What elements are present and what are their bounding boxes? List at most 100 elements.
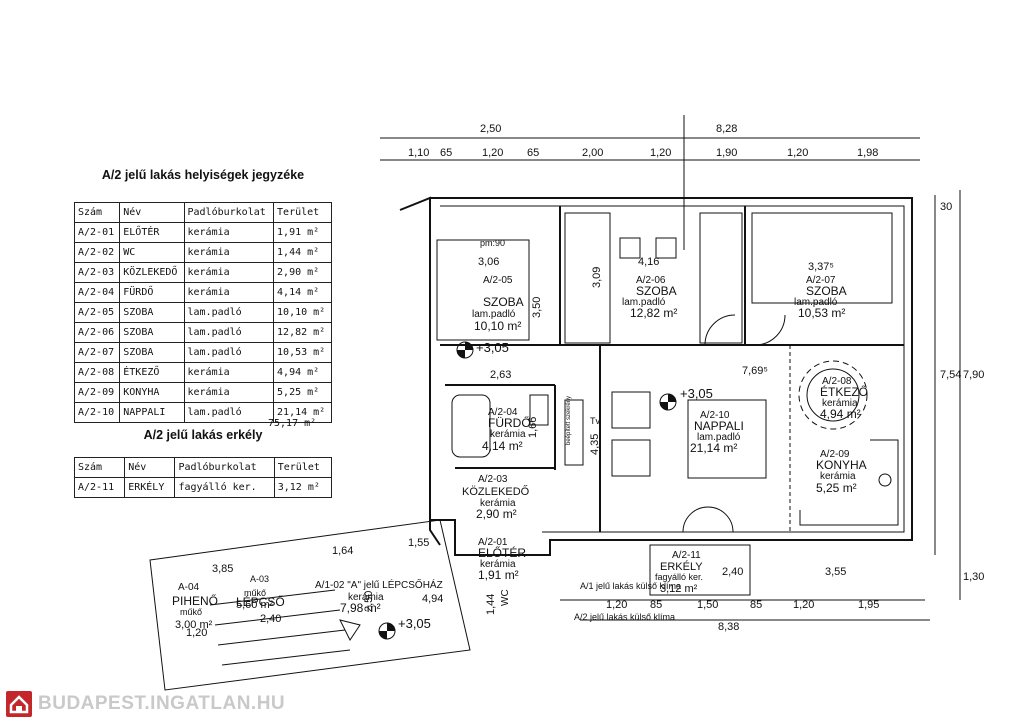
wc-label: WC (500, 589, 511, 606)
left-wall (399, 196, 441, 546)
armchair (611, 391, 651, 429)
dim-label: 3,85 (212, 563, 233, 575)
dim-label: 1,20 (787, 147, 808, 159)
room-code: A/2-01 (478, 537, 508, 548)
door-swing (754, 314, 786, 346)
staircase-outline (149, 519, 471, 691)
room-name: LÉPCSŐ (236, 594, 285, 609)
table-cell: lam.padló (183, 402, 275, 423)
watermark-text: BUDAPEST.INGATLAN.HU (38, 693, 286, 714)
room-name: FÜRDŐ (488, 415, 531, 430)
elevation-triangle (339, 619, 361, 641)
table-header: Szám (73, 202, 121, 223)
table1-title: A/2 jelű lakás helyiségek jegyzéke (101, 168, 305, 182)
table-header: Név (124, 457, 176, 478)
dim-label: 85 (750, 599, 762, 611)
table-cell: 1,44 m² (273, 242, 332, 263)
dim-label: 4,94 (422, 593, 443, 605)
room-name: PIHENŐ (172, 593, 218, 608)
tv-stand (564, 399, 584, 466)
dim-label: 3,09 (591, 267, 603, 288)
tv-label: Tv (590, 416, 600, 426)
dim-label: 7,54 (940, 369, 961, 381)
kitchen-sink (878, 473, 892, 487)
table-cell: FÜRDŐ (119, 282, 185, 303)
stair-line (217, 629, 346, 646)
room-name: NAPPALI (694, 419, 744, 433)
dim-label: 2,40 (260, 613, 281, 625)
dim-label: 7,69⁵ (742, 365, 768, 377)
dim-label: 1,95 (858, 599, 879, 611)
nightstand (655, 237, 677, 259)
room-code: A-03 (250, 574, 269, 584)
room-code: A/2-07 (806, 275, 836, 286)
table-cell: lam.padló (183, 322, 275, 343)
nightstand (619, 237, 641, 259)
room-code: A/2-04 (488, 407, 518, 418)
room-area: 4,14 m² (482, 439, 523, 453)
dim-label: 30 (940, 201, 952, 213)
room-code: A-04 (178, 582, 200, 593)
room-area: 10,53 m² (798, 306, 845, 320)
table-cell: KONYHA (119, 382, 185, 403)
table-header: Terület (273, 457, 333, 478)
bed (564, 212, 611, 344)
room-code: A/2-10 (700, 410, 730, 421)
room-floor: fagyálló ker. (655, 572, 703, 582)
table-cell: A/2-03 (73, 262, 121, 283)
door-label: pm:90 (480, 238, 505, 248)
dim-label: 1,98 (857, 147, 878, 159)
table-cell: A/2-09 (73, 382, 121, 403)
room-name: ERKÉLY (660, 560, 703, 573)
kitchen-counter (799, 439, 899, 526)
door-swing (704, 314, 736, 346)
level-label: +3,05 (398, 616, 431, 631)
room-area: 12,82 m² (630, 306, 677, 320)
table-cell: NAPPALI (119, 402, 185, 423)
table-cell: lam.padló (183, 302, 275, 323)
stair-line (209, 589, 336, 606)
room-floor: műkő (244, 588, 266, 598)
table-cell: 12,82 m² (273, 322, 332, 343)
table-cell: SZOBA (119, 342, 185, 363)
room-area: 3,00 m² (175, 619, 213, 631)
room-area: 21,14 m² (690, 441, 737, 455)
dim-label: 3,06 (478, 256, 499, 268)
room-floor: kerámia (480, 498, 516, 509)
level-label: +3,05 (476, 340, 509, 355)
dim-label: 1,30 (963, 571, 984, 583)
table-cell: KÖZLEKEDŐ (119, 262, 185, 283)
room-area: 5,60 m² (236, 599, 274, 611)
room-code: A/2-03 (478, 474, 508, 485)
table-cell: ERKÉLY (124, 477, 176, 498)
room-name: ÉTKEZŐ (820, 384, 868, 399)
table-header-row: Szám Név Padlóburkolat Terület (73, 202, 332, 223)
house-logo-icon (6, 691, 32, 717)
table-header: Szám (73, 457, 126, 478)
stair-title: A/1-02 "A" jelű LÉPCSŐHÁZ (315, 577, 443, 591)
dim-label: 1,44 (485, 594, 497, 615)
table-cell: fagyálló ker. (174, 477, 275, 498)
table-cell: ÉTKEZŐ (119, 362, 185, 383)
dim-label: 1,50 (697, 599, 718, 611)
dim-label: 2,40 (722, 566, 743, 578)
room-floor: kerámia (480, 559, 516, 570)
dim-label: 1,90 (716, 147, 737, 159)
table-cell: A/2-07 (73, 342, 121, 363)
table-cell: 4,14 m² (273, 282, 332, 303)
balcony-door (682, 506, 709, 533)
table-cell: 2,90 m² (273, 262, 332, 283)
table-cell: A/2-01 (73, 222, 121, 243)
bed (436, 239, 530, 341)
table-header: Padlóburkolat (174, 457, 275, 478)
dim-label: 1,20 (606, 599, 627, 611)
table-cell: A/2-04 (73, 282, 121, 303)
sofa (687, 399, 767, 479)
ac-label: A/2 jelű lakás külső klíma (574, 612, 675, 622)
